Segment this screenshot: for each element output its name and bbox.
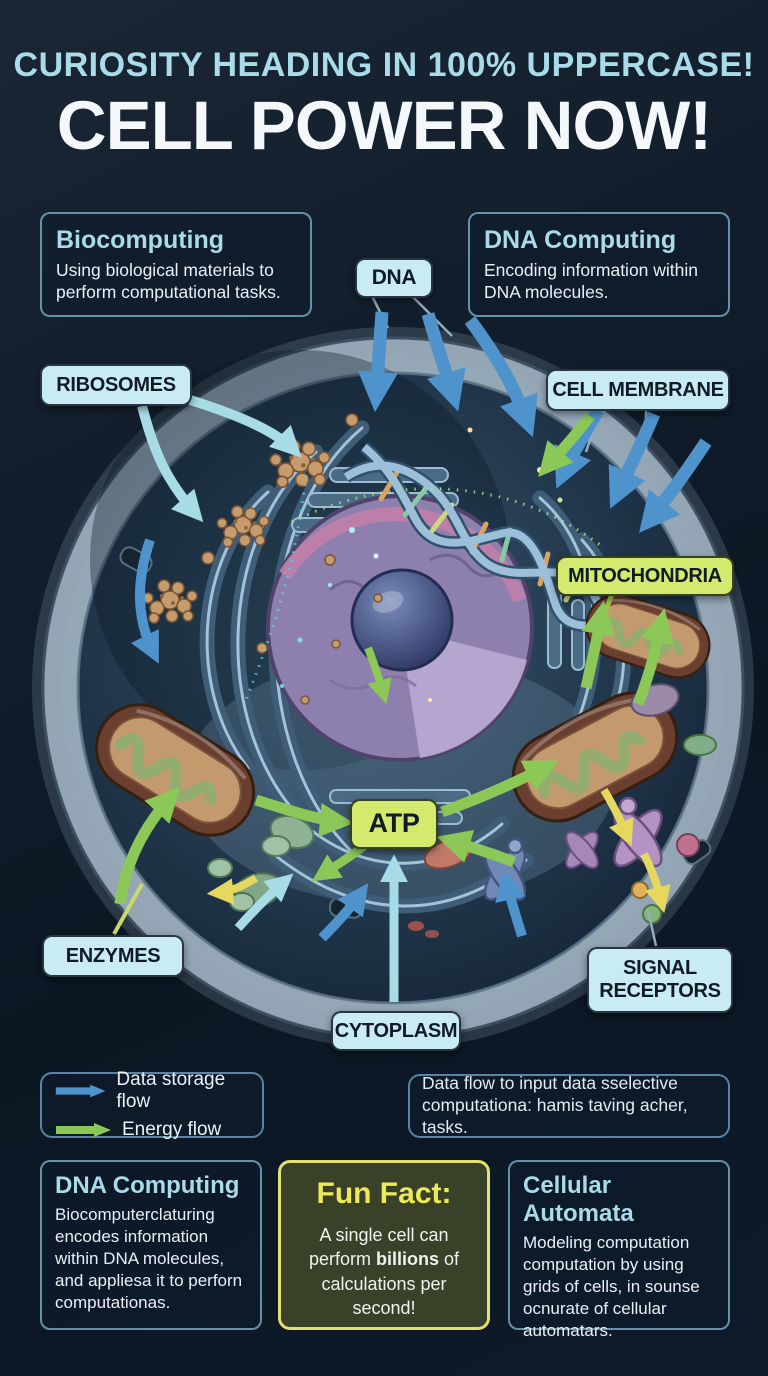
cellular-automata-box: Cellular Automata Modeling computation c… — [508, 1160, 730, 1340]
biocomputing-infobox: Biocomputing Using biological materials … — [40, 212, 312, 317]
fun-fact-box: Fun Fact: A single cell can perform bill… — [278, 1160, 490, 1330]
biocomputing-body: Using biological materials to perform co… — [56, 260, 281, 303]
legend-data-flow-label: Data storage flow — [116, 1069, 226, 1112]
mitochondria-label: MITOCHONDRIA — [556, 556, 734, 596]
ribosomes-label: RIBOSOMES — [40, 364, 192, 406]
enzymes-label: ENZYMES — [42, 935, 184, 977]
legend-energy-flow-label: Energy flow — [122, 1119, 222, 1140]
dna-label: DNA — [355, 258, 433, 298]
bottom-dna-computing-body: Biocomputerclaturing encodes information… — [55, 1205, 243, 1313]
signal-receptors-label: SIGNAL RECEPTORS — [587, 947, 733, 1013]
signal-arrows — [206, 787, 671, 913]
kicker-heading: CURIOSITY HEADING IN 100% UPPERCASE! — [13, 46, 755, 84]
energy-flow-arrows — [114, 412, 675, 905]
legend-energy-flow-row: Energy flow — [54, 1119, 250, 1141]
bottom-dna-computing-title: DNA Computing — [55, 1172, 240, 1199]
dna-computing-body: Encoding information within DNA molecule… — [484, 260, 699, 303]
fun-fact-text-prefix: A single cell can perform — [308, 1225, 449, 1270]
page-title: CELL POWER NOW! — [56, 87, 713, 164]
caption-text: Data flow to input data sselective compu… — [422, 1073, 688, 1137]
caption-box: Data flow to input data sselective compu… — [408, 1073, 730, 1138]
dna-computing-title: DNA Computing — [484, 226, 677, 254]
fun-fact-text-suffix: of calculations per second! — [321, 1249, 460, 1318]
cellular-automata-body: Modeling computation computation by usin… — [523, 1233, 700, 1341]
cellular-automata-title: Cellular Automata — [523, 1172, 634, 1227]
cell-membrane-label: CELL MEMBRANE — [546, 369, 730, 411]
data-flow-arrows-light — [137, 395, 408, 1002]
legend: Data storage flow Energy flow — [40, 1069, 264, 1141]
bottom-dna-computing-box: DNA Computing Biocomputerclaturing encod… — [40, 1160, 262, 1330]
energy-arrow-icon — [56, 1123, 111, 1137]
cytoplasm-label: CYTOPLASM — [331, 1011, 461, 1051]
data-flow-arrows — [131, 311, 712, 942]
biocomputing-title: Biocomputing — [56, 226, 225, 254]
legend-data-flow-row: Data storage flow — [54, 1069, 250, 1113]
fun-fact-body: A single cell can perform billions of ca… — [293, 1223, 475, 1320]
fun-fact-title: Fun Fact: — [316, 1177, 452, 1210]
atp-label: ATP — [350, 799, 438, 849]
data-storage-arrow-icon — [55, 1084, 106, 1098]
fun-fact-text-bold: billions — [376, 1249, 439, 1270]
dna-computing-infobox: DNA Computing Encoding information withi… — [468, 212, 730, 317]
